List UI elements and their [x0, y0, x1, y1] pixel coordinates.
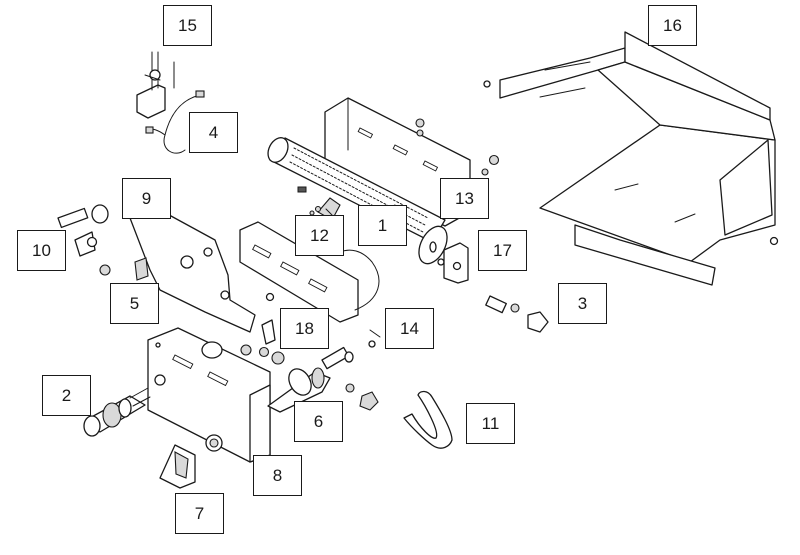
- part-4-igniter-wire: [145, 90, 205, 154]
- part-6-gas-valve: [267, 340, 379, 413]
- callout-14: 14: [385, 308, 434, 349]
- callout-16: 16: [648, 5, 697, 46]
- callout-8: 8: [253, 455, 302, 496]
- callout-2: 2: [42, 375, 91, 416]
- part-10-fitting: [57, 204, 109, 257]
- callout-1: 1: [358, 205, 407, 246]
- part-15-electrode: [136, 51, 175, 119]
- callout-4: 4: [189, 112, 238, 153]
- callout-12: 12: [295, 215, 344, 256]
- part-17-bracket: [443, 242, 469, 284]
- part-16-housing: [483, 31, 779, 286]
- part-11-hose: [403, 390, 453, 449]
- callout-15: 15: [163, 5, 212, 46]
- part-2-valve-stem: [83, 387, 151, 437]
- callout-18: 18: [280, 308, 329, 349]
- callout-17: 17: [478, 230, 527, 271]
- callout-13: 13: [440, 178, 489, 219]
- part-3-orifice: [485, 295, 549, 333]
- callout-5: 5: [110, 283, 159, 324]
- part-7-knob: [159, 434, 223, 489]
- callout-11: 11: [466, 403, 515, 444]
- callout-3: 3: [558, 283, 607, 324]
- callout-7: 7: [175, 493, 224, 534]
- part-8-control-panel: [147, 327, 285, 463]
- callout-9: 9: [122, 178, 171, 219]
- part-18-manifold-bracket: [239, 221, 380, 345]
- callout-6: 6: [294, 401, 343, 442]
- callout-10: 10: [17, 230, 66, 271]
